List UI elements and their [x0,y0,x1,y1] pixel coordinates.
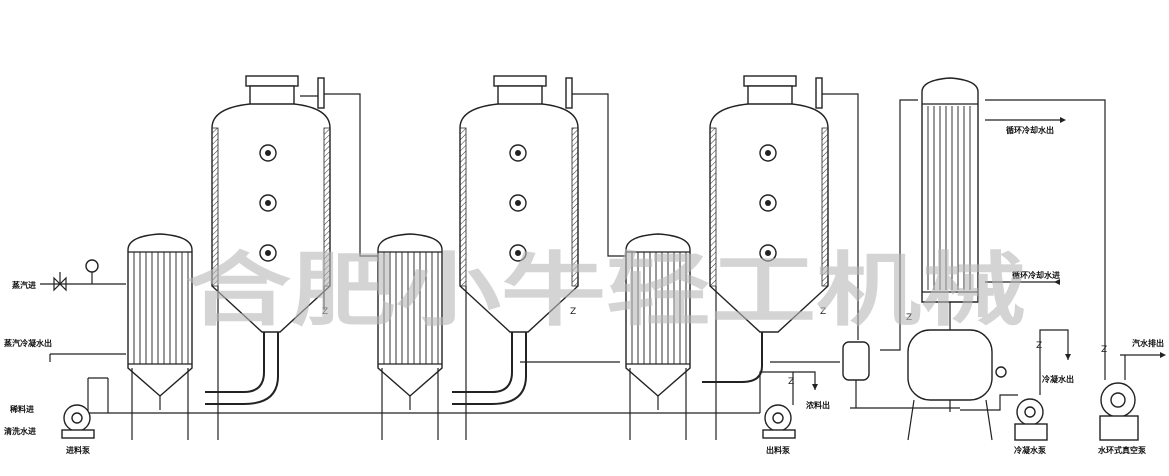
condensate-pump-icon [1014,398,1048,441]
label-cooling-water-in: 循环冷却水进 [1011,270,1060,280]
pipelines [40,93,1160,414]
valve-marks: Z Z Z Z Z Z Z [322,307,1107,387]
label-condensate-pump: 冷凝水泵 [1014,445,1046,455]
heater-2-tubes [383,252,439,364]
valve-mark: Z [788,377,794,387]
label-cleaning-water-in: 清洗水进 [4,426,36,436]
valve-mark: Z [820,307,826,317]
steam-valve-icon [53,259,99,292]
label-steam-condensate-out: 蒸汽冷凝水出 [4,338,52,348]
label-feed-in: 稀料进 [10,404,34,414]
condenser [907,77,1007,441]
effect-2 [377,75,579,440]
labels: 蒸汽进 蒸汽冷凝水出 稀料进 清洗水进 进料泵 出料泵 浓料出 循环冷却水出 循… [4,125,1164,455]
label-vacuum-pump: 水环式真空泵 [1097,445,1146,455]
label-steam-water-out: 汽水排出 [1132,338,1164,348]
feed-pump-icon [61,404,95,439]
effect-3 [625,75,829,440]
valve-mark: Z [570,307,576,317]
valve-mark: Z [1036,341,1042,351]
label-discharge-pump: 出料泵 [766,445,790,455]
label-cooling-water-out: 循环冷却水出 [1005,125,1054,135]
label-condensate-water-out: 冷凝水出 [1042,374,1074,384]
label-feed-pump: 进料泵 [66,445,90,455]
vacuum-pump-icon [1099,382,1139,441]
watermark-text: 合肥小牛轻工机械 [186,244,1026,337]
flow-arrows [812,117,1166,390]
valve-mark: Z [906,313,912,323]
heater-3-tubes [631,252,687,364]
label-concentrate-out: 浓料出 [806,400,830,410]
label-steam-in: 蒸汽进 [12,280,36,290]
steam-separator [842,341,870,408]
heater-1-tubes [133,252,189,364]
valve-mark: Z [1101,345,1107,355]
effect-1 [127,75,331,440]
discharge-pump-icon [762,404,796,439]
valve-mark: Z [322,307,328,317]
